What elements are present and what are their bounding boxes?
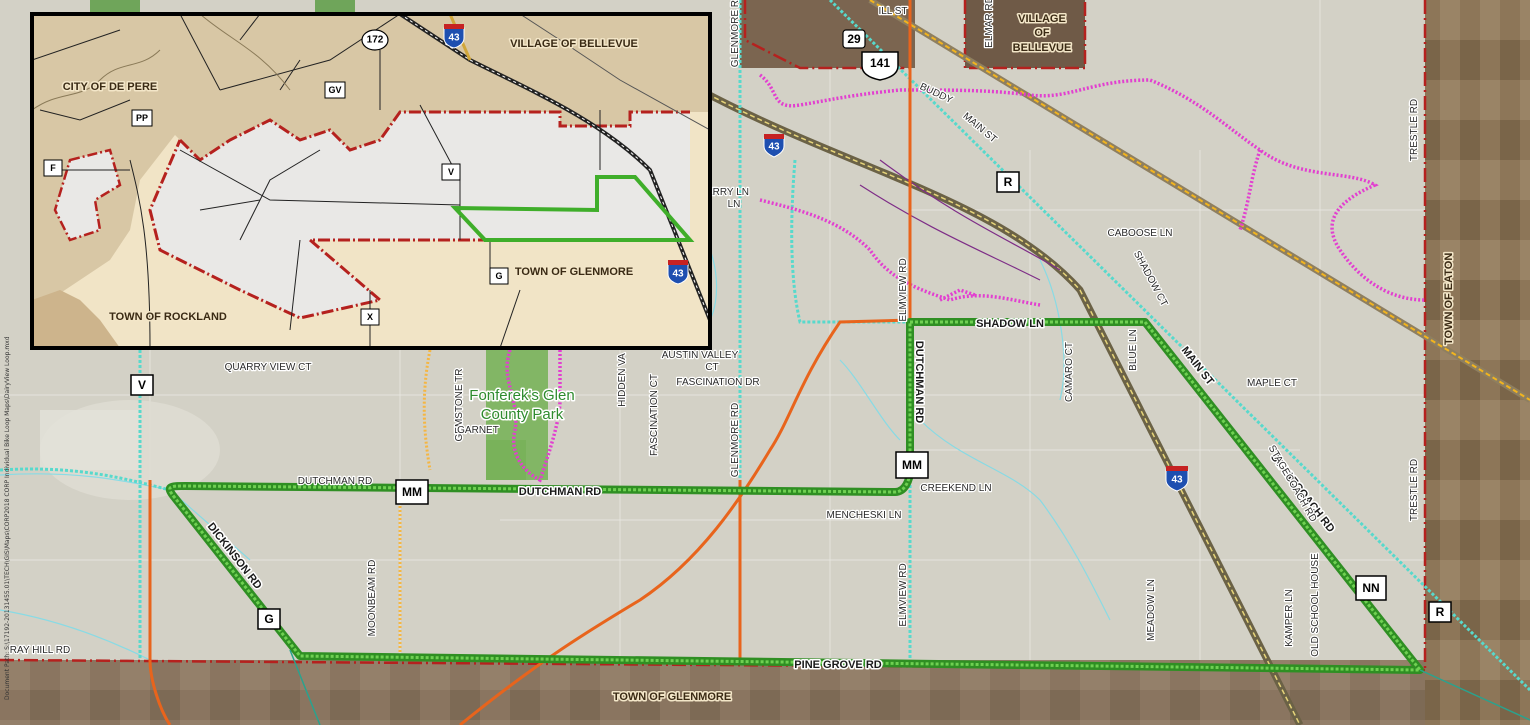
road-label-caboose-ln: CABOOSE LN bbox=[1107, 228, 1172, 239]
road-label-pine-grove-rd: PINE GROVE RD bbox=[794, 659, 881, 671]
document-path: Document Path: S:\17192-20131455.01\TECH… bbox=[4, 336, 11, 700]
inset-shield-g-text: G bbox=[495, 271, 502, 281]
inset-shield-v: V bbox=[441, 163, 461, 181]
county-nn-shield: NN bbox=[1355, 575, 1387, 601]
road-label-ln: LN bbox=[728, 199, 741, 210]
inset-shield-g: G bbox=[489, 267, 509, 285]
road-label-kamper-ln: KAMPER LN bbox=[1284, 589, 1295, 647]
road-label-gemstone-tr: GEMSTONE TR bbox=[454, 369, 465, 442]
road-label-austin-valley-2: CT bbox=[705, 362, 718, 373]
us-141-shield: 141 bbox=[861, 51, 899, 81]
road-label-elmview-rd-top: ELMVIEW RD bbox=[898, 258, 909, 321]
inset-shield-i43a-text: 43 bbox=[448, 33, 460, 44]
road-label-austin-valley-1: AUSTIN VALLEY bbox=[662, 350, 739, 361]
inset-shield-pp-text: PP bbox=[136, 113, 148, 123]
town-label-bellevue-3: BELLEVUE bbox=[1013, 42, 1072, 54]
county-mm-west-text: MM bbox=[402, 485, 422, 499]
inset-shield-gv: GV bbox=[324, 81, 346, 99]
inset-label-rockland: TOWN OF ROCKLAND bbox=[109, 311, 227, 323]
inset-shield-i43a: 43 bbox=[443, 24, 465, 49]
county-mm-main-text: MM bbox=[902, 458, 922, 472]
route-shields: 141 29 43 43 R R MM MM bbox=[130, 29, 1452, 630]
road-label-garnet: GARNET bbox=[457, 425, 499, 436]
road-label-blue-ln: BLUE LN bbox=[1128, 329, 1139, 371]
main-roads bbox=[289, 649, 1530, 725]
road-label-mencheski-ln: MENCHESKI LN bbox=[826, 510, 901, 521]
inset-shield-v-text: V bbox=[448, 167, 454, 177]
road-label-maple-ct: MAPLE CT bbox=[1247, 378, 1297, 389]
magenta-trails bbox=[505, 73, 1426, 483]
county-g-shield: G bbox=[257, 608, 281, 630]
state-29-text: 29 bbox=[847, 32, 861, 46]
inset-shield-172: 172 bbox=[361, 29, 389, 51]
road-label-quarry-view-ct: QUARRY VIEW CT bbox=[225, 362, 312, 373]
road-label-old-school-house: OLD SCHOOL HOUSE bbox=[1310, 553, 1321, 657]
road-label-dutchman-rd: DUTCHMAN RD bbox=[519, 486, 602, 498]
town-label-glenmore-bottom: TOWN OF GLENMORE bbox=[613, 691, 731, 703]
interstate-43-top-shield: 43 bbox=[763, 134, 785, 158]
county-g-text: G bbox=[264, 612, 273, 626]
interstate-43-top-text: 43 bbox=[768, 142, 780, 153]
road-label-ray-hill-rd: RAY HILL RD bbox=[10, 645, 70, 656]
us-141-text: 141 bbox=[870, 56, 890, 70]
inset-shield-f: F bbox=[43, 159, 63, 177]
county-v-text: V bbox=[138, 378, 146, 392]
road-label-hidden-valley: HIDDEN VA bbox=[617, 353, 628, 407]
interstate-43-bottom-shield: 43 bbox=[1165, 466, 1189, 492]
state-29-shield: 29 bbox=[842, 29, 866, 49]
park-name-line2: County Park bbox=[481, 406, 564, 423]
town-labels: VILLAGE OF BELLEVUE TOWN OF EATON TOWN O… bbox=[611, 12, 1456, 705]
county-mm-main-shield: MM bbox=[895, 451, 929, 479]
road-label-shadow-ln: SHADOW LN bbox=[976, 318, 1044, 330]
inset-content: VILLAGE OF BELLEVUE CITY OF DE PERE TOWN… bbox=[32, 14, 710, 348]
locator-inset[interactable]: VILLAGE OF BELLEVUE CITY OF DE PERE TOWN… bbox=[30, 12, 712, 350]
inset-label-bellevue: VILLAGE OF BELLEVUE bbox=[510, 38, 638, 50]
inset-shield-x-text: X bbox=[367, 312, 373, 322]
road-label-dutchman-rd-west: DUTCHMAN RD bbox=[298, 476, 372, 487]
road-label-trestle-rd-bottom: TRESTLE RD bbox=[1409, 459, 1420, 521]
road-label-fascination-dr: FASCINATION DR bbox=[676, 377, 759, 388]
inset-shield-i43b-text: 43 bbox=[672, 269, 684, 280]
county-r-top-shield: R bbox=[996, 171, 1020, 193]
road-label-jerry-ln: JERRY LN bbox=[701, 187, 749, 198]
interstate-43-bottom-text: 43 bbox=[1171, 475, 1183, 486]
park-name-line1: Fonferek's Glen bbox=[469, 387, 574, 404]
town-label-bellevue-1: VILLAGE bbox=[1018, 13, 1066, 25]
county-r-top-text: R bbox=[1004, 175, 1013, 189]
bike-loop-route bbox=[165, 318, 1424, 674]
road-label-creekend-ln: CREEKEND LN bbox=[920, 483, 991, 494]
road-label-meadow-ln: MEADOW LN bbox=[1146, 579, 1157, 641]
inset-shield-x: X bbox=[360, 308, 380, 326]
park-label: Fonferek's Glen County Park bbox=[468, 386, 576, 425]
county-r-bottom-shield: R bbox=[1428, 601, 1452, 623]
town-label-bellevue-2: OF bbox=[1034, 27, 1050, 39]
railroads bbox=[698, 0, 1530, 725]
inset-frame bbox=[30, 12, 712, 350]
orange-routes bbox=[148, 0, 912, 725]
inset-shield-pp: PP bbox=[131, 109, 153, 127]
road-label-dutchman-rd-vertical: DUTCHMAN RD bbox=[913, 341, 925, 424]
road-label-elmar-rd: ELMAR RD bbox=[984, 0, 995, 48]
county-v-shield: V bbox=[130, 374, 154, 396]
road-label-elmview-rd: ELMVIEW RD bbox=[898, 563, 909, 626]
inset-shield-f-text: F bbox=[50, 163, 56, 173]
county-nn-text: NN bbox=[1362, 581, 1379, 595]
inset-shield-172-text: 172 bbox=[367, 35, 384, 46]
road-label-trestle-rd-top: TRESTLE RD bbox=[1409, 99, 1420, 161]
road-label-ill-st: ILL ST bbox=[878, 6, 907, 17]
county-mm-west-shield: MM bbox=[395, 479, 429, 505]
inset-shield-gv-text: GV bbox=[328, 85, 341, 95]
county-r-bottom-text: R bbox=[1436, 605, 1445, 619]
town-label-eaton: TOWN OF EATON bbox=[1443, 253, 1455, 345]
road-label-fascination-ct: FASCINATION CT bbox=[649, 374, 660, 456]
road-label-moonbeam-rd: MOONBEAM RD bbox=[367, 560, 378, 637]
inset-label-depere: CITY OF DE PERE bbox=[63, 81, 158, 93]
inset-shield-i43b: 43 bbox=[667, 260, 689, 285]
road-label-camaro-ct: CAMARO CT bbox=[1064, 342, 1075, 402]
inset-label-glenmore: TOWN OF GLENMORE bbox=[515, 266, 633, 278]
road-label-glenmore-rd: GLENMORE RD bbox=[730, 403, 741, 477]
road-label-glenmore-rd-top: GLENMORE RD bbox=[730, 0, 741, 67]
